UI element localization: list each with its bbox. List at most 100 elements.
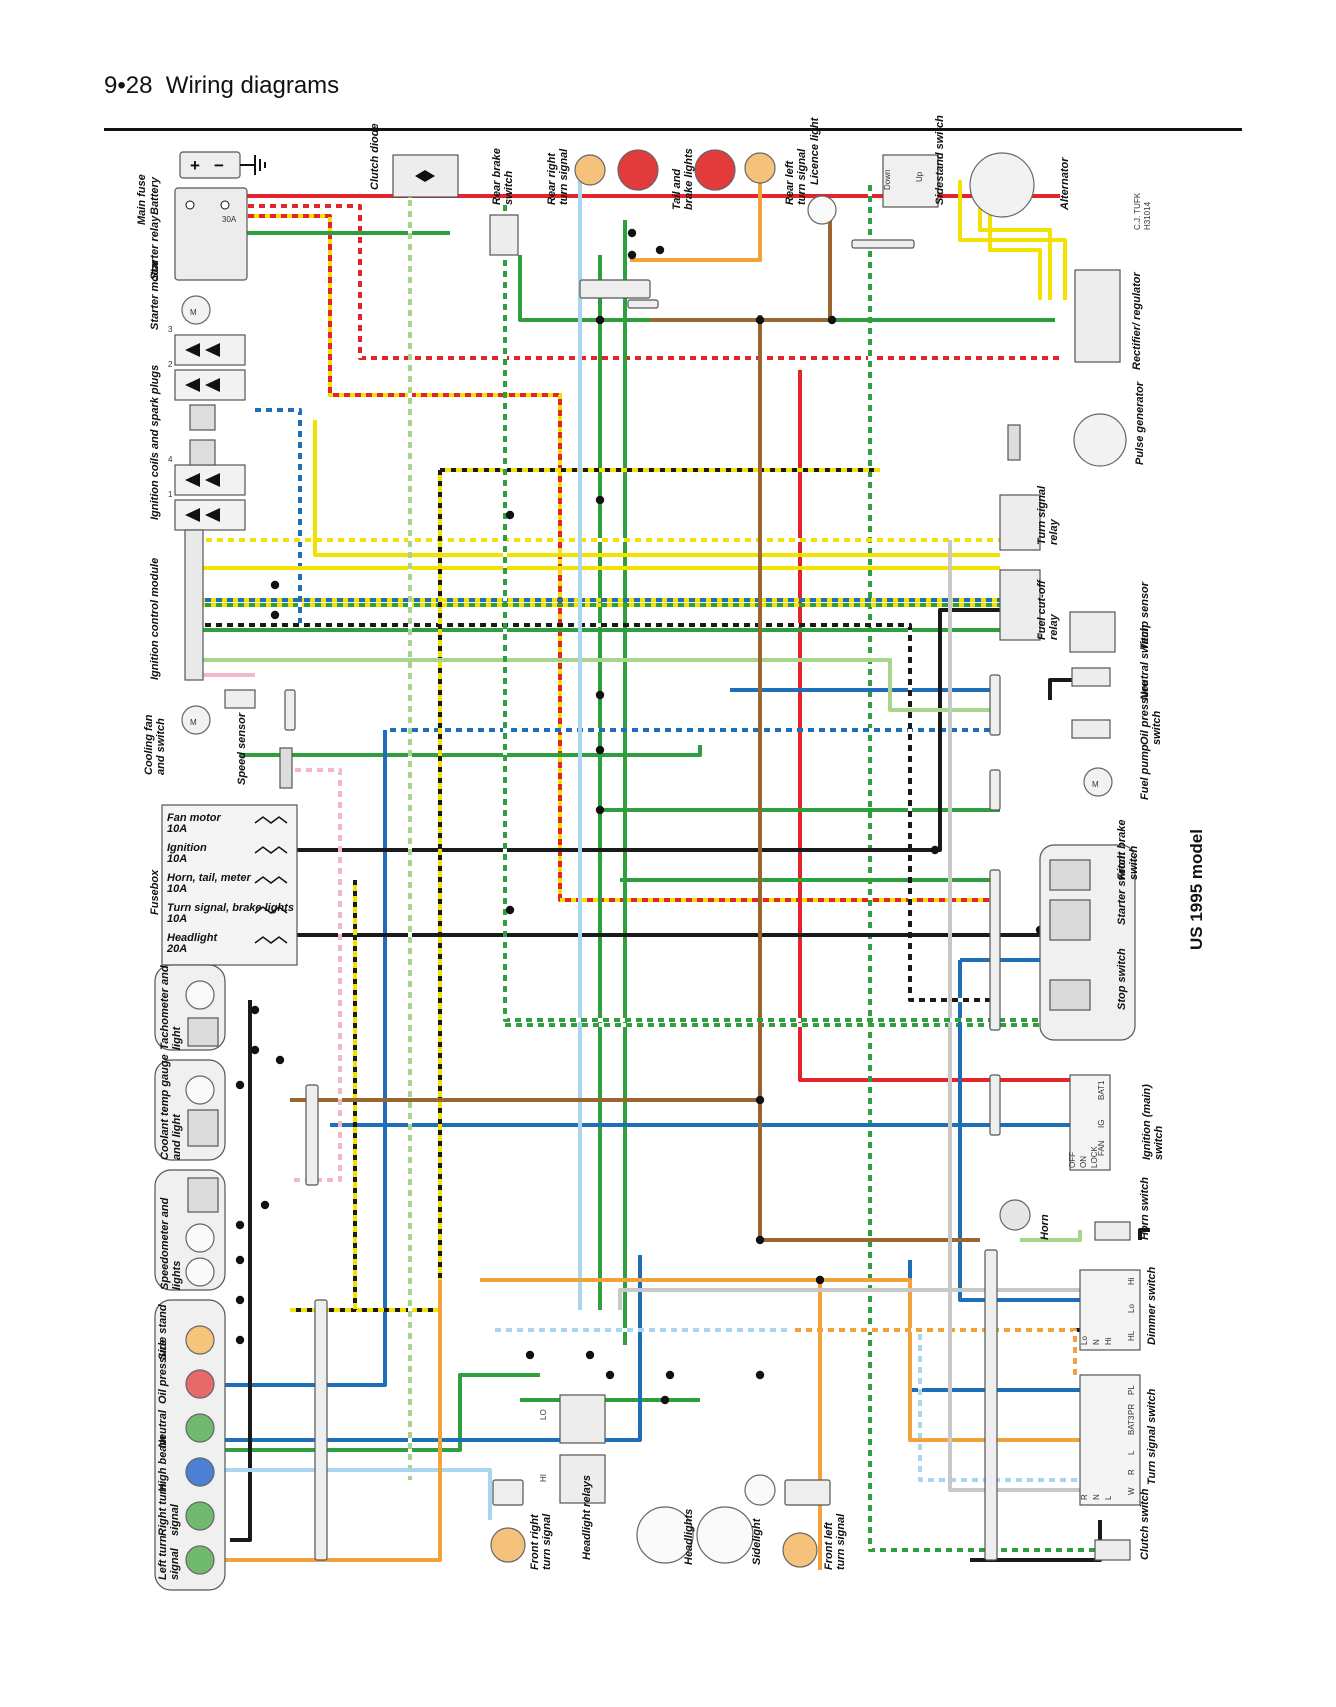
rear-lamp-connector: [579, 279, 651, 299]
spark-plug: [185, 343, 220, 357]
right-connector: [989, 769, 1001, 811]
wire-orange-front: [480, 1278, 1090, 1442]
warning-light-label-line: High beam: [157, 1436, 169, 1492]
turn-position: L: [1104, 1495, 1113, 1500]
tachometer-lamp: [185, 980, 215, 1010]
fuse-symbol: [254, 846, 288, 854]
warning-light-label-line: Oil pressure: [157, 1340, 169, 1404]
horn-switch: [1094, 1221, 1131, 1241]
warning-light-label: Oil pressure: [157, 1340, 169, 1404]
sidestand-up: Up: [915, 171, 924, 182]
fuse-symbol: [254, 906, 288, 914]
handlebar-connector: [989, 869, 1001, 1031]
junction-dot: [235, 1080, 245, 1090]
licence-light-label: Licence light: [809, 116, 821, 185]
front-brake-switch: [1049, 859, 1091, 891]
starter-motor-label: Starter motor: [149, 260, 161, 330]
wire-ignition-black: [190, 608, 1000, 852]
fuel-cutoff-relay: [999, 569, 1041, 641]
fuel-pump: [1083, 767, 1113, 797]
main-fuse-terminal: [220, 200, 230, 210]
fuel-cutoff-label: Fuel cut-offrelay: [1036, 579, 1060, 640]
junction-dot: [270, 610, 280, 620]
dimmer-position: N: [1092, 1339, 1101, 1345]
front-brake-label-line: switch: [1128, 845, 1140, 880]
junction-dot: [250, 1005, 260, 1015]
pulse-generator-label-line: Pulse generator: [1134, 381, 1146, 465]
coil-connector: [189, 439, 216, 466]
credit-line2-line: H31014: [1143, 201, 1152, 230]
licence-lamp: [807, 195, 837, 225]
junction-dot: [595, 315, 605, 325]
wire-stop-blue: [958, 960, 1090, 1302]
wire-orange-white: [790, 1328, 1077, 1380]
starter-motor: [181, 295, 211, 325]
wire-green-white-tracer: [868, 180, 1110, 1552]
rear-left-turn-label-line: Rear left: [784, 160, 796, 205]
front-right-turn-lamp: [490, 1527, 526, 1563]
main-fuse-label: Main fuse: [136, 174, 148, 225]
instrument-connector: [314, 1299, 328, 1561]
junction-dot: [815, 1275, 825, 1285]
sidelight-label-line: Sidelight: [751, 1517, 763, 1565]
starter-switch-label: Starter switch: [1116, 852, 1128, 925]
coolant-label-line: Coolant temp gauge: [159, 1054, 171, 1160]
starter-motor-label-line: Starter motor: [149, 260, 161, 330]
pulse-generator: [1073, 413, 1127, 467]
right-connector: [989, 674, 1001, 736]
tail-brake-label: Tail andbrake lights: [671, 148, 695, 210]
alternator-body: [969, 152, 1035, 218]
cooling-fan-label-line: and switch: [155, 718, 167, 775]
rear-brake-label-line: switch: [503, 170, 515, 205]
ignition-coils-label: Ignition coils and spark plugs: [149, 365, 161, 520]
junction-dot: [755, 1370, 765, 1380]
turn-switch-label: Turn signal switch: [1146, 1388, 1158, 1485]
junction-dot: [275, 1055, 285, 1065]
wire-green-lamps: [200, 1373, 540, 1452]
fuse-label-line: Fan motor: [167, 812, 221, 824]
cooling-fan-label-line: Cooling fan: [143, 714, 155, 775]
speedometer-gauge: [187, 1177, 219, 1213]
rear-connector: [627, 299, 659, 309]
turn-position: R: [1080, 1494, 1089, 1500]
alternator-label-line: Alternator: [1059, 157, 1071, 211]
speed-sensor-connector: [279, 747, 293, 789]
front-right-turn-label-line: turn signal: [541, 1513, 553, 1570]
rear-brake-switch: [489, 214, 519, 256]
wire-alt-yellow1: [958, 180, 1067, 300]
tachometer-label-line: light: [171, 1025, 183, 1050]
fuel-cutoff-label-line: Fuel cut-off: [1036, 579, 1048, 640]
relay-lo-label: LO: [539, 1409, 548, 1420]
ignition-switch-label-line: switch: [1153, 1125, 1165, 1160]
warning-light-label: Neutral: [157, 1409, 169, 1448]
horn-body: [999, 1199, 1031, 1231]
sidelight-lamp: [744, 1474, 776, 1506]
wire-lamp-black: [230, 1000, 252, 1542]
junction-dot: [505, 905, 515, 915]
turn-position: N: [1092, 1494, 1101, 1500]
speedometer-label-line: lights: [171, 1261, 183, 1290]
fuse-label-line: 20A: [166, 943, 187, 955]
warning-light-label-line: Left turn: [157, 1535, 169, 1580]
coolant-label-line: and light: [171, 1113, 183, 1160]
front-left-connector: [784, 1479, 831, 1506]
fuse-symbol: [254, 876, 288, 884]
wire-grey-v: [948, 540, 1080, 1492]
fuel-pump-label: Fuel pump: [1139, 744, 1151, 800]
warning-light-label: Right turnsignal: [157, 1483, 181, 1536]
dimmer-switch: [1079, 1269, 1141, 1351]
main-fuse-terminal: [185, 200, 195, 210]
sidestand-switch: [882, 154, 939, 208]
brake-lamp: [694, 149, 736, 191]
rectifier-regulator: [1074, 269, 1121, 363]
front-brake-label-line: Front brake: [1116, 819, 1128, 880]
cooling-fan-motor: [181, 705, 211, 735]
starter-relay-label: Starter relay: [149, 215, 161, 280]
dimmer-terminal: Lo: [1127, 1304, 1136, 1313]
temp-sensor-label: Temp sensor: [1139, 581, 1151, 650]
page-title: Wiring diagrams: [165, 72, 340, 99]
spark-plug: [185, 473, 220, 487]
